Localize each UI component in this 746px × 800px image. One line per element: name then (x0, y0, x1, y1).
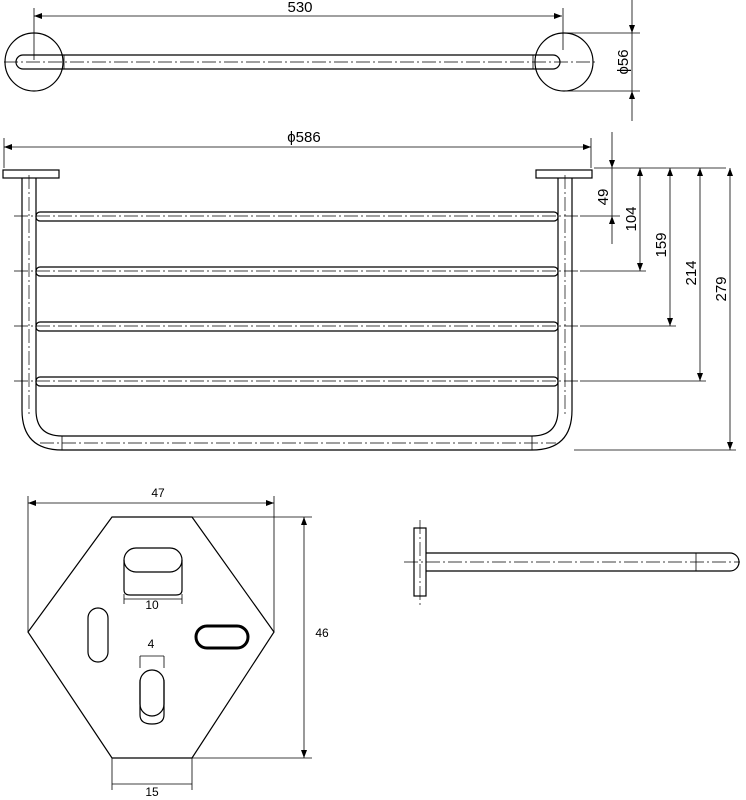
height-label-214: 214 (683, 260, 700, 285)
rail (35, 211, 559, 222)
top-slot (123, 547, 183, 573)
height-label-104: 104 (623, 206, 640, 231)
height-label-279: 279 (713, 276, 730, 301)
width-label: ϕ586 (287, 129, 320, 146)
right-slot (194, 624, 250, 650)
bottom-slot-body (139, 680, 165, 725)
right-flange-plate (535, 169, 593, 179)
front-view: ϕ586 (2, 129, 736, 451)
slot-thickness-label: 4 (148, 637, 155, 651)
bracket-width-label: 47 (151, 486, 165, 500)
bottom-slot (139, 669, 165, 717)
side-view (404, 520, 740, 606)
left-flange-plate (2, 169, 60, 179)
bracket-height-label: 46 (315, 626, 329, 640)
slot-width-label: 10 (145, 598, 159, 612)
rail (35, 266, 559, 277)
frame-inner (35, 178, 559, 437)
top-view: 530 ϕ56 (4, 0, 640, 121)
length-label: 530 (287, 0, 312, 16)
height-label-49: 49 (595, 189, 612, 206)
top-bar (15, 54, 561, 70)
base-width-label: 15 (145, 785, 159, 799)
rail (35, 321, 559, 332)
bracket-view: 47 46 10 4 15 (27, 486, 329, 799)
top-slot-body (123, 560, 183, 596)
height-label-159: 159 (653, 232, 670, 257)
left-slot (87, 607, 109, 663)
frame-outer (21, 178, 573, 451)
rails (14, 211, 580, 387)
diameter-label: ϕ56 (615, 49, 632, 74)
rail (35, 376, 559, 387)
